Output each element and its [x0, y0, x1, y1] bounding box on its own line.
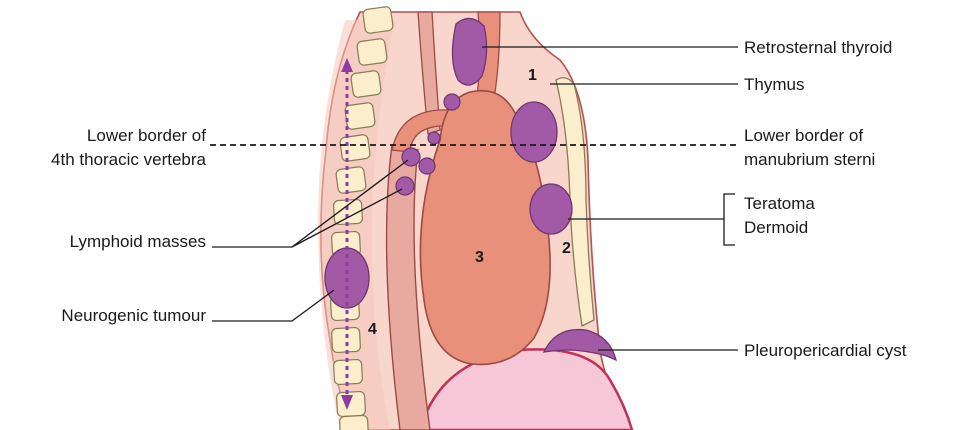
vertebra	[335, 166, 366, 194]
vertebra	[333, 359, 362, 384]
vertebra	[350, 70, 381, 98]
label-lower-border-manubrium-2: manubrium sterni	[744, 150, 875, 169]
thyroid-nodule	[444, 94, 460, 110]
vertebra	[331, 327, 360, 352]
thymus-mass	[511, 102, 557, 162]
region-number-superior: 1	[528, 67, 537, 84]
label-lower-border-vertebra-2: 4th thoracic vertebra	[51, 150, 207, 169]
region-number-anterior: 2	[562, 240, 571, 257]
vertebra	[344, 102, 375, 130]
region-number-posterior: 4	[368, 321, 377, 338]
label-teratoma: Teratoma	[744, 194, 815, 213]
leader-neurogenic-tumour	[212, 290, 334, 321]
vertebra	[339, 415, 368, 430]
teratoma-mass	[530, 184, 572, 234]
label-lymphoid-masses: Lymphoid masses	[70, 232, 206, 251]
label-thymus: Thymus	[744, 75, 804, 94]
vertebra	[339, 134, 370, 162]
label-lower-border-vertebra-1: Lower border of	[87, 126, 206, 145]
label-lower-border-manubrium-1: Lower border of	[744, 126, 863, 145]
label-dermoid: Dermoid	[744, 218, 808, 237]
label-neurogenic-tumour: Neurogenic tumour	[61, 306, 206, 325]
region-number-middle: 3	[475, 249, 484, 266]
retrosternal-thyroid-mass	[452, 18, 486, 85]
label-pleuropericardial-cyst: Pleuropericardial cyst	[744, 341, 907, 360]
vertebra	[362, 6, 393, 34]
vertebra	[356, 38, 387, 66]
label-retrosternal-thyroid: Retrosternal thyroid	[744, 38, 892, 57]
bracket-teratoma-dermoid	[724, 194, 735, 245]
